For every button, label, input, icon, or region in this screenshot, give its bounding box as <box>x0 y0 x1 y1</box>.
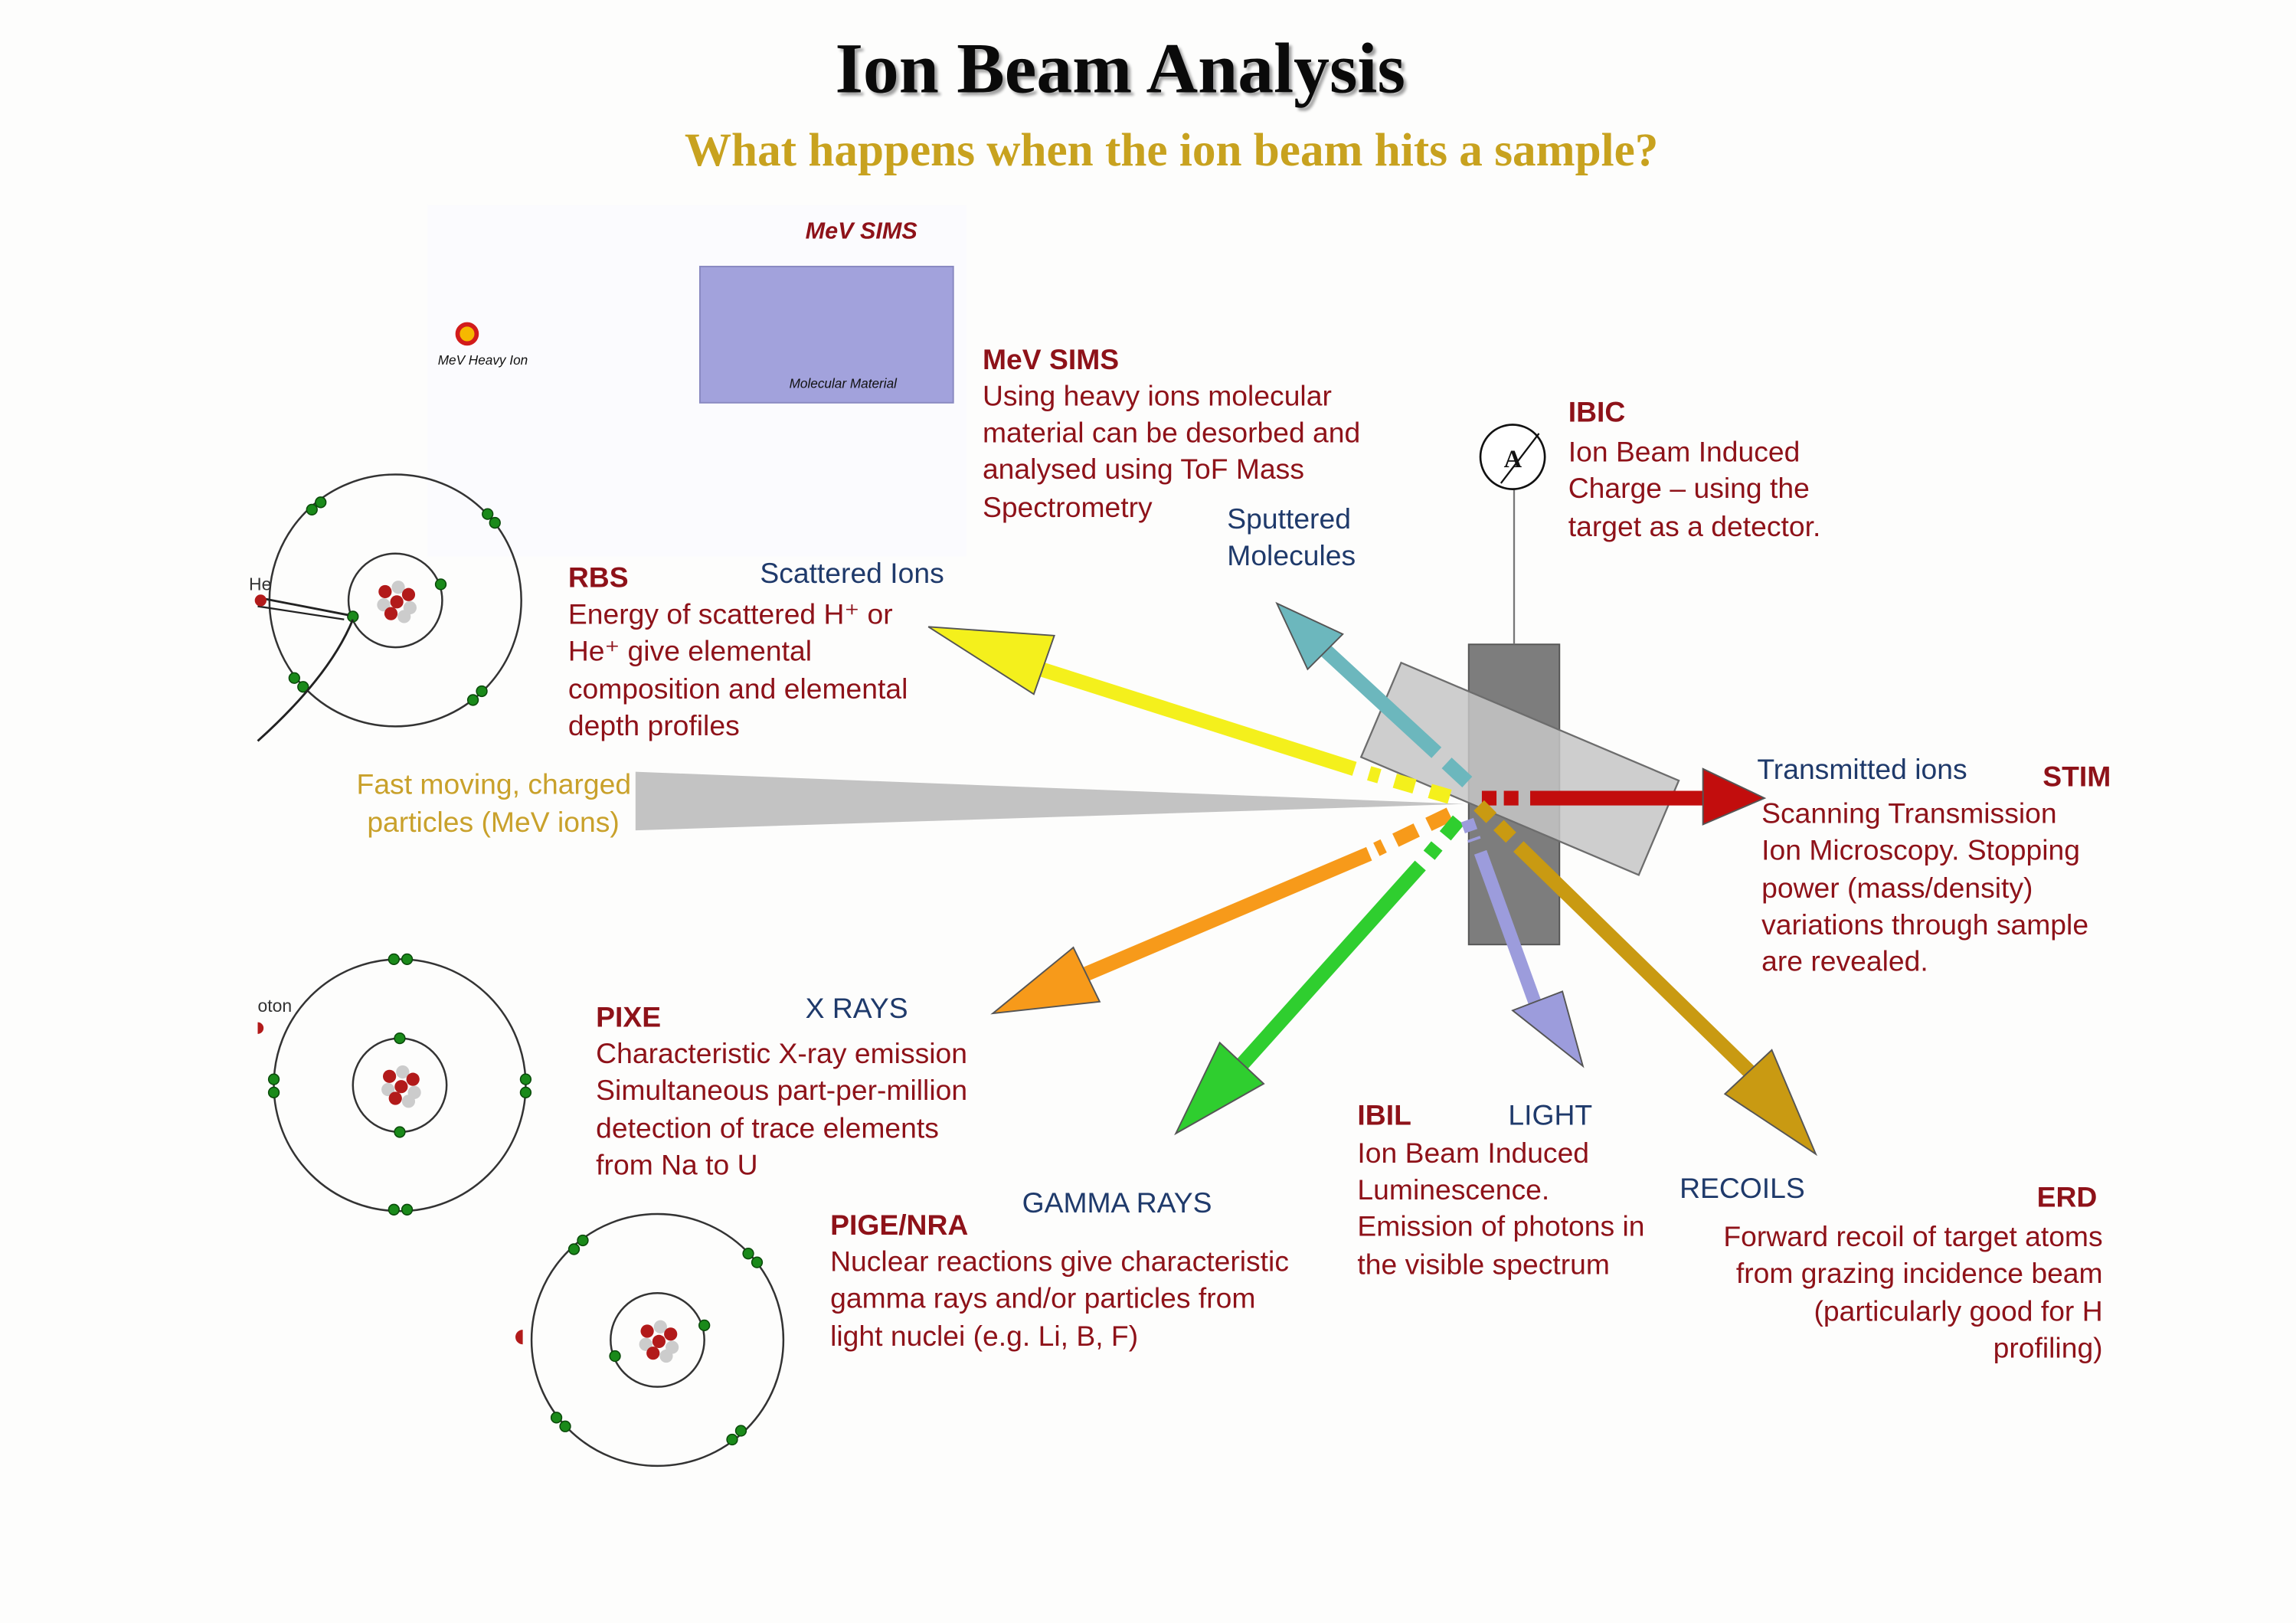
mevsims-line-1: Using heavy ions molecular <box>982 381 1332 414</box>
arrow-sputtered-molecules <box>1275 601 1473 788</box>
arrow-gamma-rays <box>1174 815 1464 1136</box>
molecular-material-block <box>698 266 954 404</box>
ibic-heading: IBIC <box>1568 397 1626 430</box>
light-label: LIGHT <box>1508 1099 1593 1132</box>
nucleus <box>377 581 417 623</box>
erd-heading: ERD <box>2036 1181 2098 1215</box>
atom-pige <box>515 1212 785 1468</box>
ammeter-symbol: A <box>1504 446 1522 473</box>
stim-line-5: are revealed. <box>1761 946 1928 979</box>
pixe-line-1: Characteristic X-ray emission <box>596 1038 968 1071</box>
arrow-x-rays <box>990 807 1454 1015</box>
rbs-line-2: He⁺ give elemental <box>567 635 812 668</box>
inset-heading: MeV SIMS <box>806 218 918 244</box>
pixe-line-2: Simultaneous part-per-million <box>596 1075 968 1108</box>
pige-line-2: gamma rays and/or particles from <box>830 1282 1256 1315</box>
mev-heavy-ion-dot <box>455 322 479 346</box>
pixe-heading: PIXE <box>596 1001 662 1034</box>
rbs-line-1: Energy of scattered H⁺ or <box>567 599 893 632</box>
atom-rbs: He <box>249 473 522 742</box>
rbs-heading: RBS <box>567 562 629 595</box>
ibil-line-2: Luminescence. <box>1357 1174 1550 1207</box>
x-rays-label: X RAYS <box>805 993 908 1026</box>
stim-line-1: Scanning Transmission <box>1761 798 2057 831</box>
ammeter-icon <box>1479 424 1546 490</box>
nucleus <box>639 1320 679 1363</box>
gamma-rays-label: GAMMA RAYS <box>1022 1187 1212 1220</box>
ibic-line-2: Charge – using the <box>1568 473 1810 506</box>
pige-line-1: Nuclear reactions give characteristic <box>830 1246 1289 1279</box>
mevsims-line-4: Spectrometry <box>982 492 1153 525</box>
recoils-label: RECOILS <box>1679 1173 1805 1206</box>
pige-heading: PIGE/NRA <box>830 1209 969 1242</box>
arrow-scattered-ions <box>927 626 1452 804</box>
inset-ion-label: MeV Heavy Ion <box>438 352 528 368</box>
rbs-line-3: composition and elemental <box>567 673 908 706</box>
stim-line-3: power (mass/density) <box>1761 872 2033 905</box>
ibil-line-3: Emission of photons in <box>1357 1211 1645 1244</box>
ibil-line-1: Ion Beam Induced <box>1357 1137 1590 1170</box>
arrow-transmitted-ions <box>1481 767 1767 826</box>
stim-heading: STIM <box>2043 761 2111 794</box>
ammeter-needle <box>1500 433 1540 484</box>
scattered-ions-label: Scattered Ions <box>760 558 944 591</box>
pixe-line-3: detection of trace elements <box>596 1113 939 1146</box>
rbs-line-4: depth profiles <box>567 710 740 743</box>
erd-line-1: Forward recoil of target atoms <box>1723 1221 2103 1254</box>
inset-material-label: Molecular Material <box>790 376 898 391</box>
transmitted-ions-label: Transmitted ions <box>1757 754 1967 787</box>
sputtered-label-1: Sputtered <box>1227 503 1351 536</box>
ibic-line-1: Ion Beam Induced <box>1568 436 1800 469</box>
incoming-beam <box>635 771 1464 831</box>
mevsims-line-2: material can be desorbed and <box>982 417 1361 450</box>
rbs-fragment-label: He <box>249 574 271 594</box>
erd-line-4: profiling) <box>1993 1332 2103 1365</box>
page-subtitle: What happens when the ion beam hits a sa… <box>684 123 1659 176</box>
pixe-line-4: from Na to U <box>596 1149 758 1182</box>
erd-line-2: from grazing incidence beam <box>1735 1258 2103 1291</box>
sputtered-label-2: Molecules <box>1227 540 1356 573</box>
ibic-line-3: target as a detector. <box>1568 511 1821 544</box>
ibil-line-4: the visible spectrum <box>1357 1248 1610 1281</box>
pige-line-3: light nuclei (e.g. Li, B, F) <box>830 1320 1139 1353</box>
stim-line-2: Ion Microscopy. Stopping <box>1761 834 2080 867</box>
beam-label-1: Fast moving, charged <box>356 768 632 801</box>
stim-line-4: variations through sample <box>1761 909 2089 942</box>
arrow-recoils <box>1473 800 1817 1157</box>
beam-label-2: particles (MeV ions) <box>367 807 620 839</box>
mevsims-heading: MeV SIMS <box>982 344 1120 377</box>
page-title: Ion Beam Analysis <box>835 28 1405 109</box>
pixe-fragment-label: oton <box>258 996 293 1016</box>
ibil-heading: IBIL <box>1357 1099 1411 1132</box>
erd-line-3: (particularly good for H <box>1814 1296 2103 1329</box>
arrow-light <box>1460 817 1585 1068</box>
atom-pixe: oton <box>257 953 532 1216</box>
mevsims-line-3: analysed using ToF Mass <box>982 453 1304 486</box>
nucleus <box>381 1065 421 1108</box>
